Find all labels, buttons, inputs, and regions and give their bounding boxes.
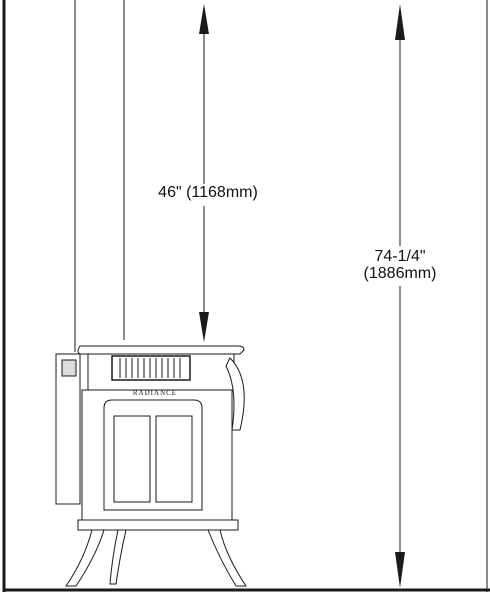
dimension-label-46: 46" (1168mm) — [138, 184, 278, 201]
stove-top — [77, 345, 245, 355]
rear-flue-connector — [61, 359, 77, 377]
dimension-text-46: 46" (1168mm) — [158, 184, 258, 201]
stove — [55, 345, 247, 587]
dimension-text-74-metric: (1886mm) — [363, 265, 437, 282]
leg-rear-left — [109, 529, 127, 585]
glass-pane-right — [155, 415, 193, 503]
heat-shield — [55, 353, 81, 505]
louvre-panel — [111, 355, 191, 381]
stove-base — [77, 519, 239, 531]
leg-front-right — [207, 529, 247, 587]
dimension-arrow-46 — [199, 4, 209, 342]
flue-pipe — [74, 0, 125, 352]
dimension-arrow-74 — [395, 4, 405, 588]
dimension-text-74-imperial: 74-1/4" — [374, 248, 426, 265]
leg-front-left — [65, 529, 105, 587]
dimension-label-74: 74-1/4" (1886mm) — [348, 248, 452, 282]
glass-pane-left — [113, 415, 151, 503]
louvres — [119, 358, 181, 378]
stove-brand-text: RADIANCE — [133, 389, 177, 397]
